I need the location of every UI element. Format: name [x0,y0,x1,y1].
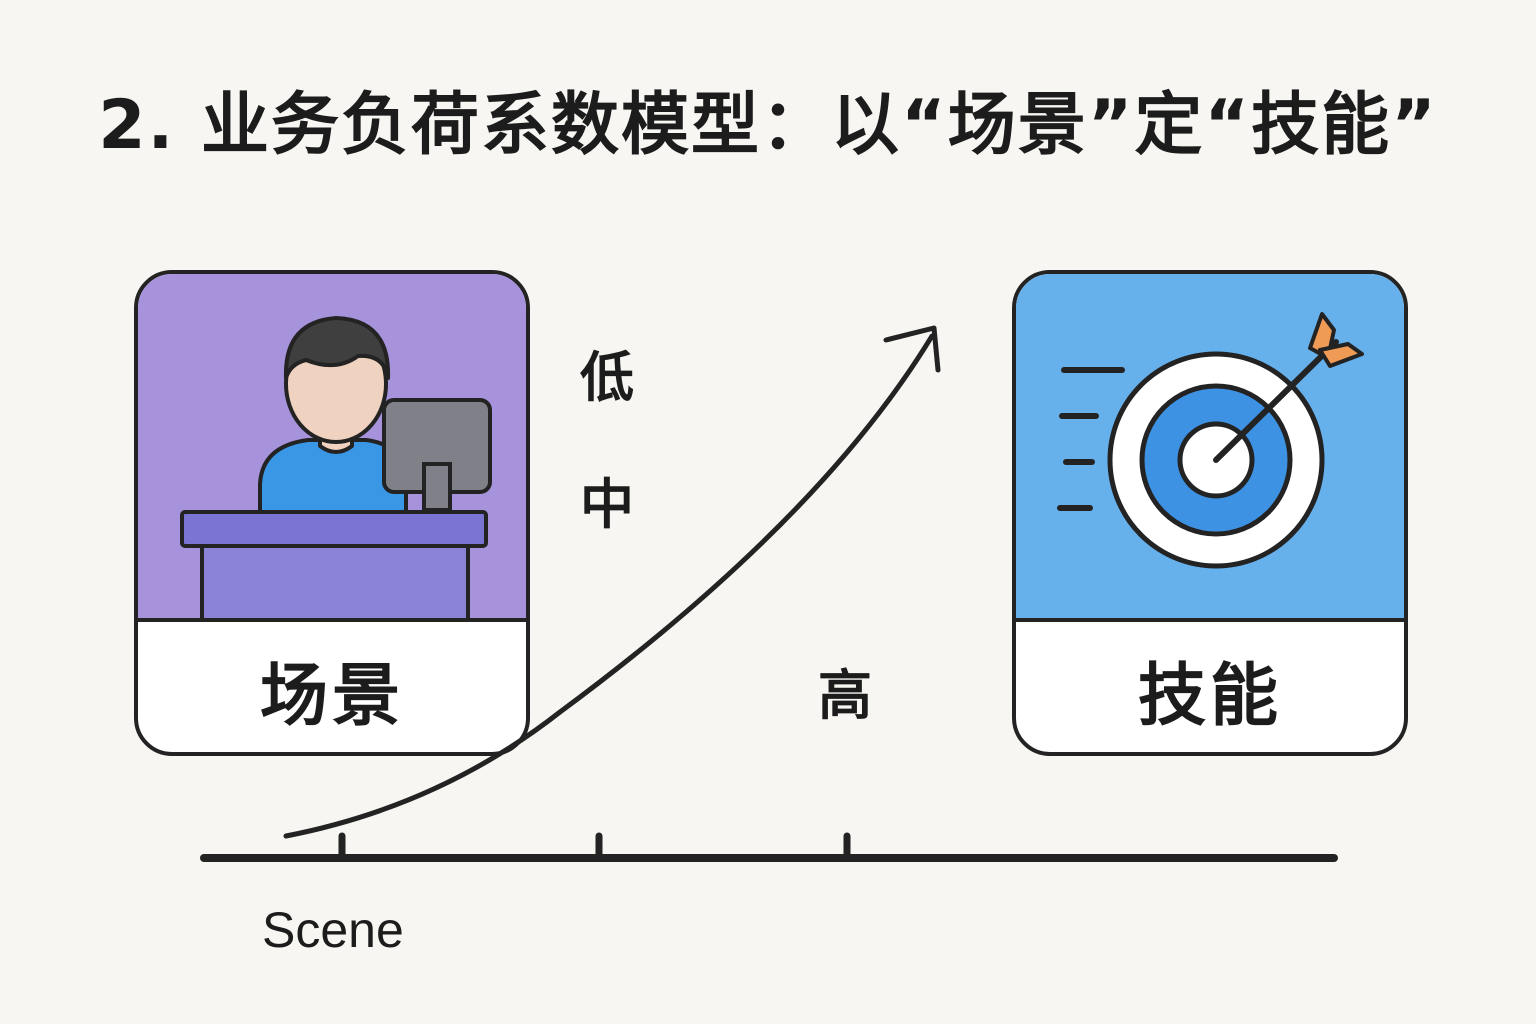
scene-card: 场景 [134,270,530,756]
growth-curve [283,333,935,839]
level-high-label: 高 [818,664,872,727]
axis-label: Scene [262,902,404,958]
scene-label: 场景 [259,656,404,736]
level-mid-label: 中 [580,473,634,536]
target-with-arrow-icon [1057,312,1364,569]
person-at-computer-icon [180,316,492,618]
page-title: 2. 业务负荷系数模型：以“场景”定“技能” [98,86,1438,165]
skill-card: 技能 [1012,270,1408,756]
scene-illustration [138,274,526,622]
level-low-label: 低 [580,346,634,409]
skill-illustration [1016,274,1404,622]
growth-arrowhead [883,325,941,373]
skill-label: 技能 [1137,656,1282,736]
